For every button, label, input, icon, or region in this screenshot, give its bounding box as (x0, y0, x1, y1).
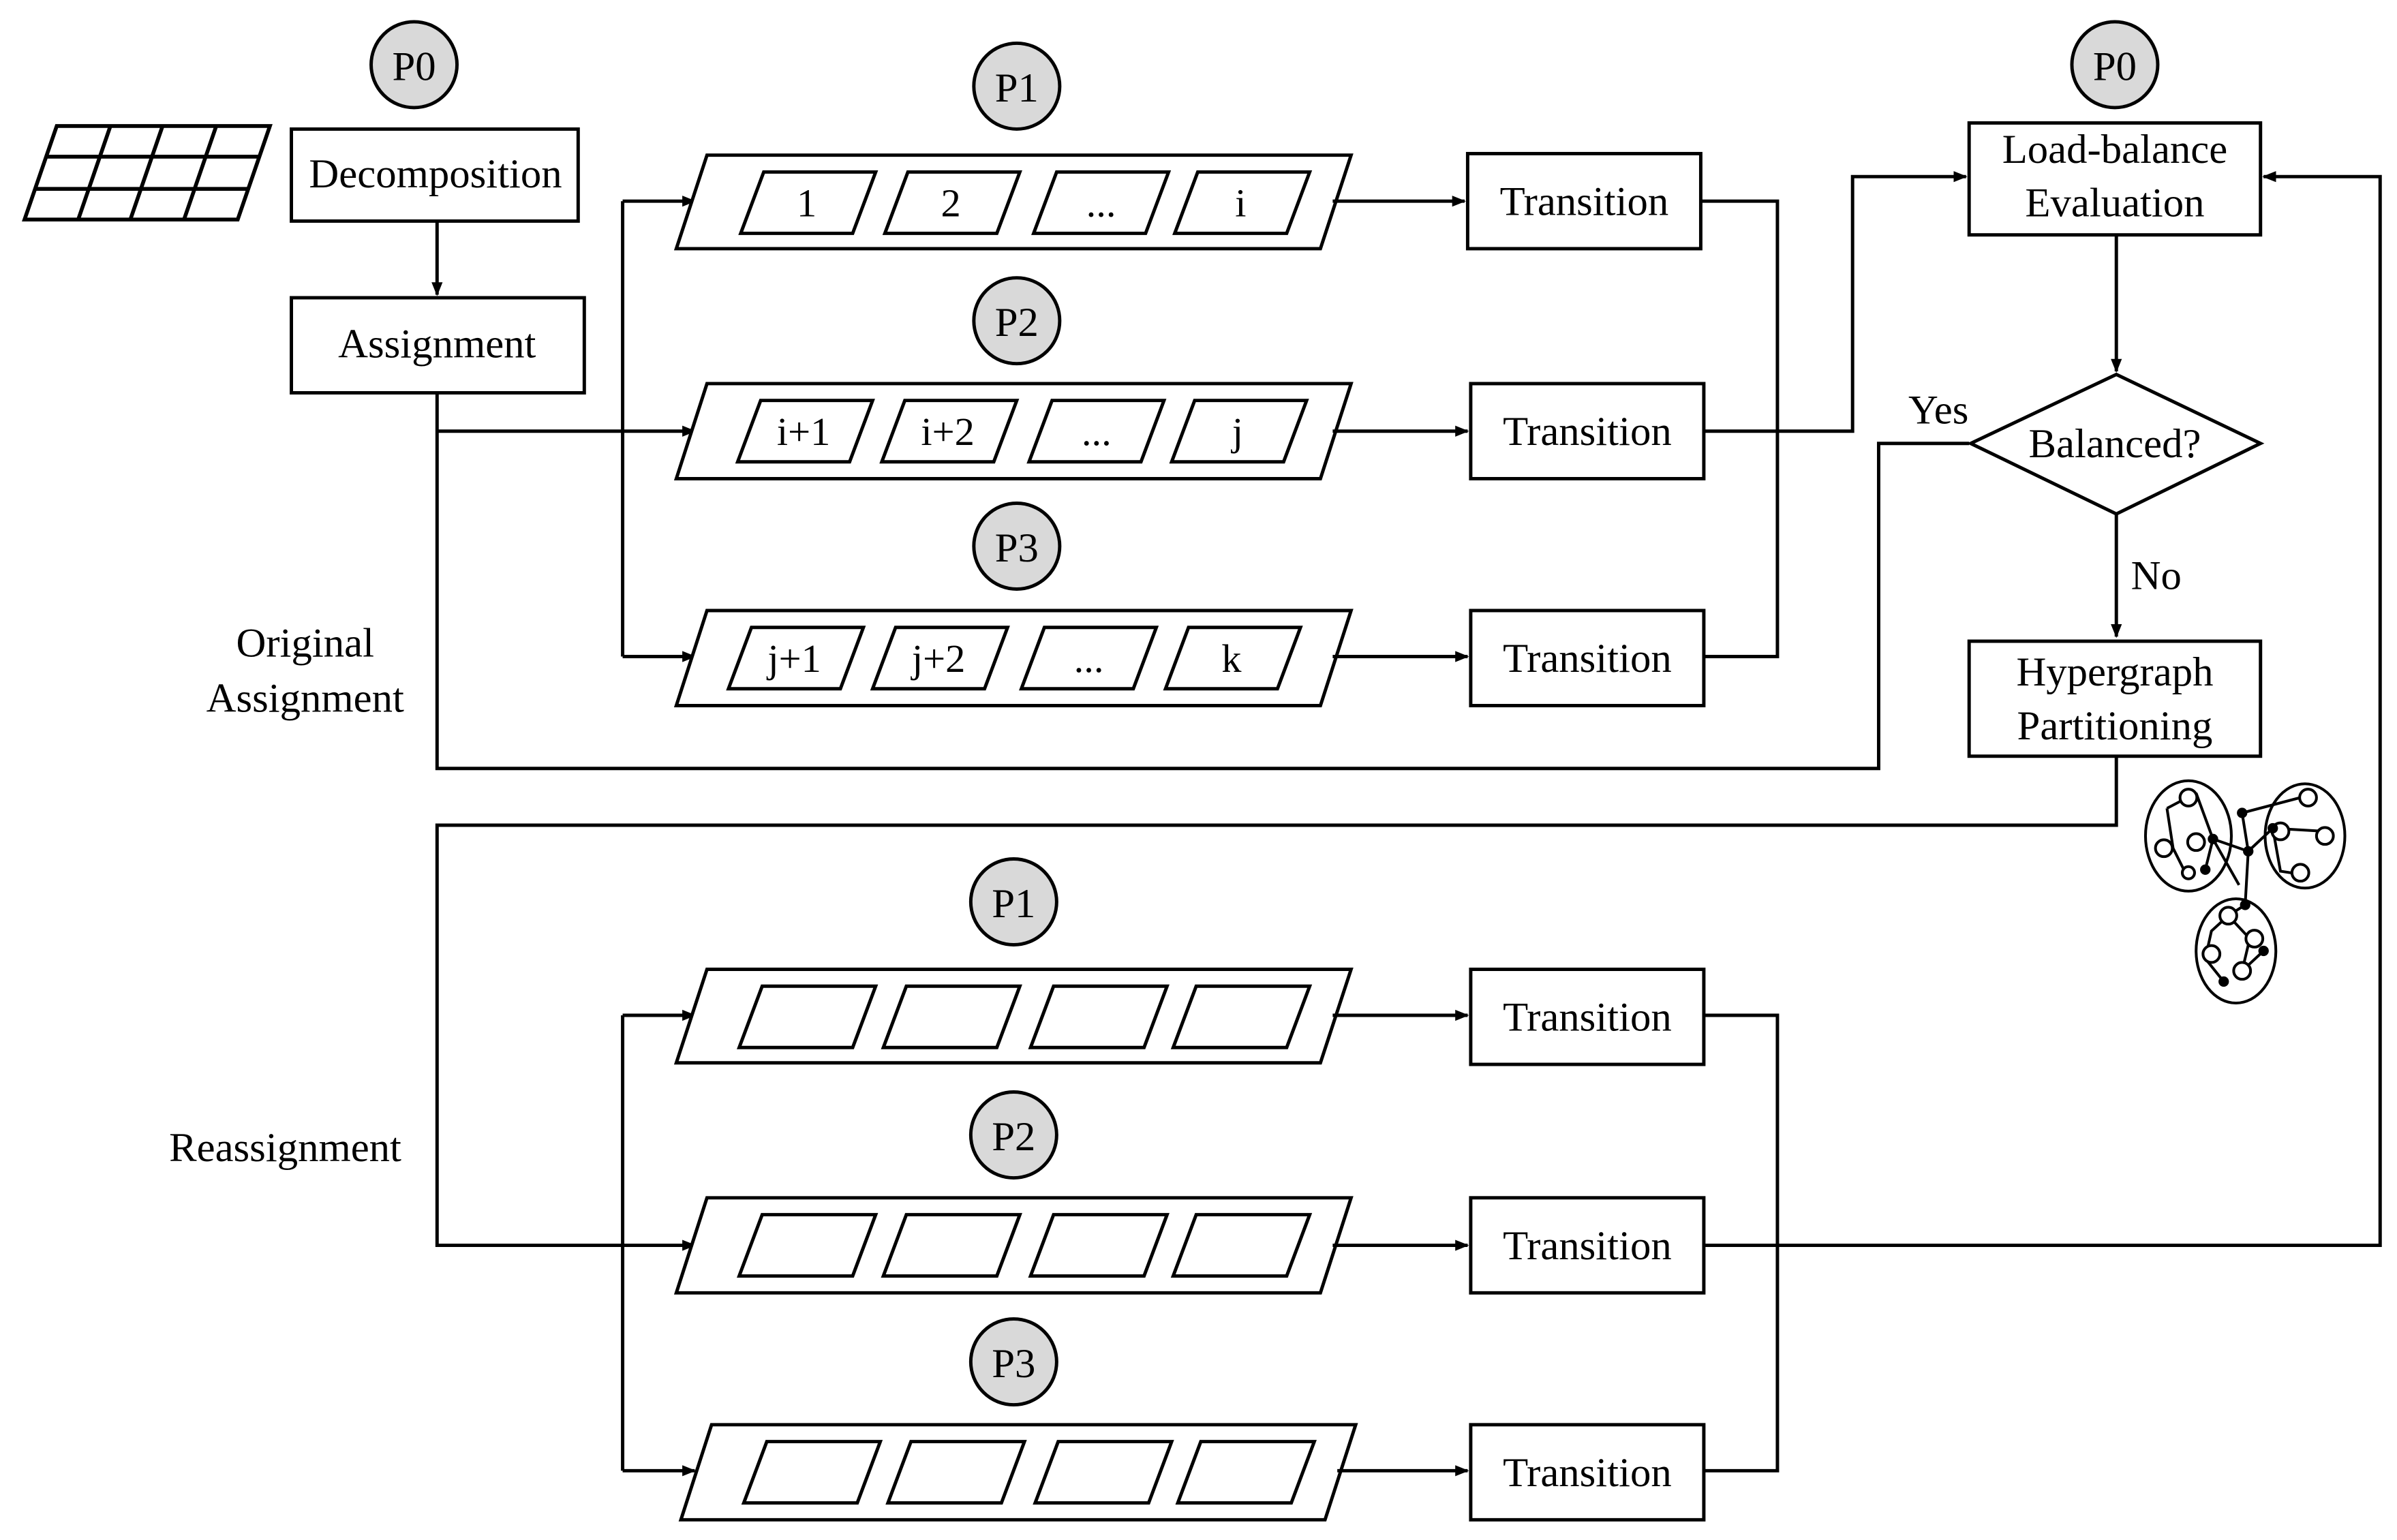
hypergraph-label-line1: Hypergraph (2016, 649, 2213, 695)
orig-row1-cell-1-label: 1 (797, 181, 816, 226)
reas-row3-cell-1 (741, 1440, 883, 1505)
reas-row2-cell-1 (737, 1213, 879, 1278)
orig-row1-cell-3-label: ... (1086, 181, 1116, 226)
reas-row1-transition-label: Transition (1503, 995, 1672, 1041)
reas-row3-transition-label: Transition (1503, 1450, 1672, 1496)
orig-row3-cell-3-label: ... (1074, 636, 1104, 681)
reassignment-feedback-connector (1703, 171, 2382, 1473)
reas-row2-cell-2 (881, 1213, 1022, 1278)
assignment-box (290, 296, 586, 395)
orig-row3-transition-label: Transition (1503, 636, 1672, 681)
orig-row3-cell-3 (1019, 626, 1159, 691)
orig-row3-processor-label: P3 (995, 525, 1039, 571)
hypergraph-icon (2143, 779, 2347, 1005)
processor-p0-label: P0 (392, 44, 436, 89)
reas-row2-transition-label: Transition (1503, 1223, 1672, 1269)
orig-row1-cell-1 (738, 170, 879, 235)
reas-row3-processor-circle (968, 1317, 1058, 1407)
orig-row3-cell-2-label: j+2 (911, 636, 965, 681)
reas-row1-processor-label: P1 (992, 881, 1035, 927)
orig-row3-cell-4 (1163, 626, 1303, 691)
load-balance-processor-label: P0 (2093, 44, 2137, 89)
orig-row2-cell-2 (879, 399, 1020, 464)
orig-row1-cell-2 (882, 170, 1022, 235)
orig-row3-cell-2 (870, 626, 1010, 691)
reas-row1-cell-3 (1028, 984, 1170, 1049)
orig-row1-cell-3 (1031, 170, 1172, 235)
orig-row3-transition-box (1469, 609, 1706, 707)
decision-yes-label: Yes (1908, 387, 1968, 433)
orig-row2-cell-1-label: i+1 (777, 410, 831, 454)
orig-row1-processor-circle (972, 41, 1062, 131)
orig-row1-cell-4-label: i (1235, 181, 1246, 226)
hypergraph-label-line2: Partitioning (2017, 703, 2213, 749)
mesh-grid-icon (22, 124, 273, 222)
reassignment-label: Reassignment (169, 1125, 401, 1171)
reas-row2-processor-circle (968, 1090, 1058, 1180)
reassignment-fanout-connectors (621, 1009, 697, 1477)
reas-row3-cell-2 (885, 1440, 1027, 1505)
reas-row2-cell-4 (1170, 1213, 1313, 1278)
reas-row2-transition-box (1469, 1196, 1706, 1295)
original-assignment-label-line1: Original (236, 620, 374, 666)
reas-row1-cell-1 (737, 984, 879, 1049)
orig-row3-cell-1-label: j+1 (766, 636, 821, 681)
reas-row2-cell-3 (1028, 1213, 1170, 1278)
reas-row1-processor-circle (968, 857, 1058, 946)
load-balance-label-line1: Load-balance (2002, 127, 2228, 172)
reas-row1-cell-4 (1170, 984, 1313, 1049)
reas-row1-transition-box (1469, 968, 1706, 1066)
decomposition-box (290, 127, 580, 223)
reas-row3-cell-3 (1033, 1440, 1174, 1505)
balanced-decision-label: Balanced? (2028, 421, 2201, 467)
load-balance-processor-circle (2070, 20, 2160, 110)
orig-row3-cell-1 (726, 626, 866, 691)
orig-row1-processor-label: P1 (995, 65, 1039, 111)
orig-row2-cell-3-label: ... (1082, 410, 1112, 454)
orig-row2-cell-4-label: j (1231, 410, 1243, 454)
orig-row2-transition-label: Transition (1503, 409, 1672, 455)
load-balance-label-line2: Evaluation (2025, 181, 2204, 226)
decision-no-label: No (2131, 553, 2182, 598)
orig-row1-transition-label: Transition (1500, 179, 1669, 224)
orig-row2-cell-1 (735, 399, 875, 464)
hypergraph-to-reassignment-connector (435, 756, 2118, 1251)
orig-row3-processor-circle (972, 501, 1062, 591)
orig-row1-cell-2-label: 2 (941, 181, 960, 226)
orig-transition-merge-lines (1700, 171, 1968, 658)
orig-row1-transition-box (1465, 151, 1703, 251)
orig-row3-cell-4-label: k (1221, 636, 1242, 681)
orig-row2-cell-2-label: i+2 (921, 410, 975, 454)
orig-row2-processor-circle (972, 276, 1062, 366)
assignment-label: Assignment (338, 322, 536, 367)
original-assignment-connectors (435, 196, 1970, 771)
orig-row2-cell-3 (1026, 399, 1167, 464)
reas-row1-cell-2 (881, 984, 1022, 1049)
orig-row1-cell-4 (1172, 170, 1313, 235)
reas-row2-processor-label: P2 (992, 1114, 1035, 1160)
original-assignment-label-line2: Assignment (207, 675, 404, 721)
reas-row3-processor-label: P3 (992, 1341, 1035, 1387)
reas-row3-cell-4 (1175, 1440, 1317, 1505)
hypergraph-partitioning-box (1967, 639, 2263, 758)
orig-row2-cell-4 (1169, 399, 1309, 464)
decomposition-label: Decomposition (309, 151, 562, 197)
orig-row2-processor-label: P2 (995, 300, 1039, 345)
processor-p0-circle (369, 20, 459, 110)
